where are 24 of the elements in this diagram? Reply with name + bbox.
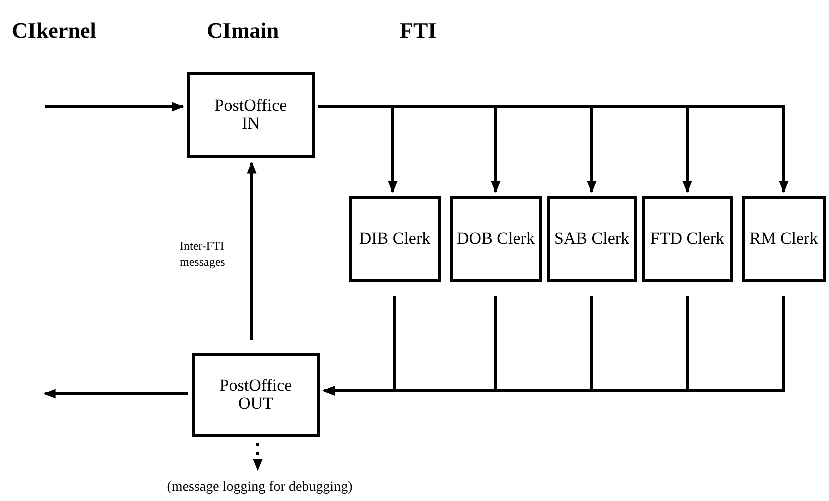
process-box bbox=[547, 196, 637, 282]
arrow bbox=[318, 106, 789, 194]
box-label: (message logging for debugging) bbox=[167, 479, 353, 497]
column-heading: FTI bbox=[400, 18, 437, 44]
box-label: DOB Clerk bbox=[457, 230, 535, 248]
box-label: RM Clerk bbox=[750, 230, 818, 248]
process-box bbox=[187, 72, 315, 158]
arrow bbox=[247, 162, 257, 340]
box-label: SAB Clerk bbox=[554, 230, 630, 248]
box-label: DIB Clerk bbox=[359, 230, 431, 248]
process-box bbox=[349, 196, 441, 282]
process-box bbox=[642, 196, 733, 282]
column-heading: CImain bbox=[207, 18, 280, 44]
arrow bbox=[45, 102, 184, 112]
box-label: FTD Clerk bbox=[650, 230, 725, 248]
arrow bbox=[44, 389, 188, 399]
arrow bbox=[253, 443, 263, 472]
arrow bbox=[322, 296, 786, 396]
process-box bbox=[450, 196, 542, 282]
process-box bbox=[192, 353, 320, 437]
process-box bbox=[742, 196, 826, 282]
column-heading: CIkernel bbox=[12, 18, 96, 44]
box-label: PostOffice OUT bbox=[218, 377, 294, 413]
box-label: PostOffice IN bbox=[214, 97, 288, 133]
